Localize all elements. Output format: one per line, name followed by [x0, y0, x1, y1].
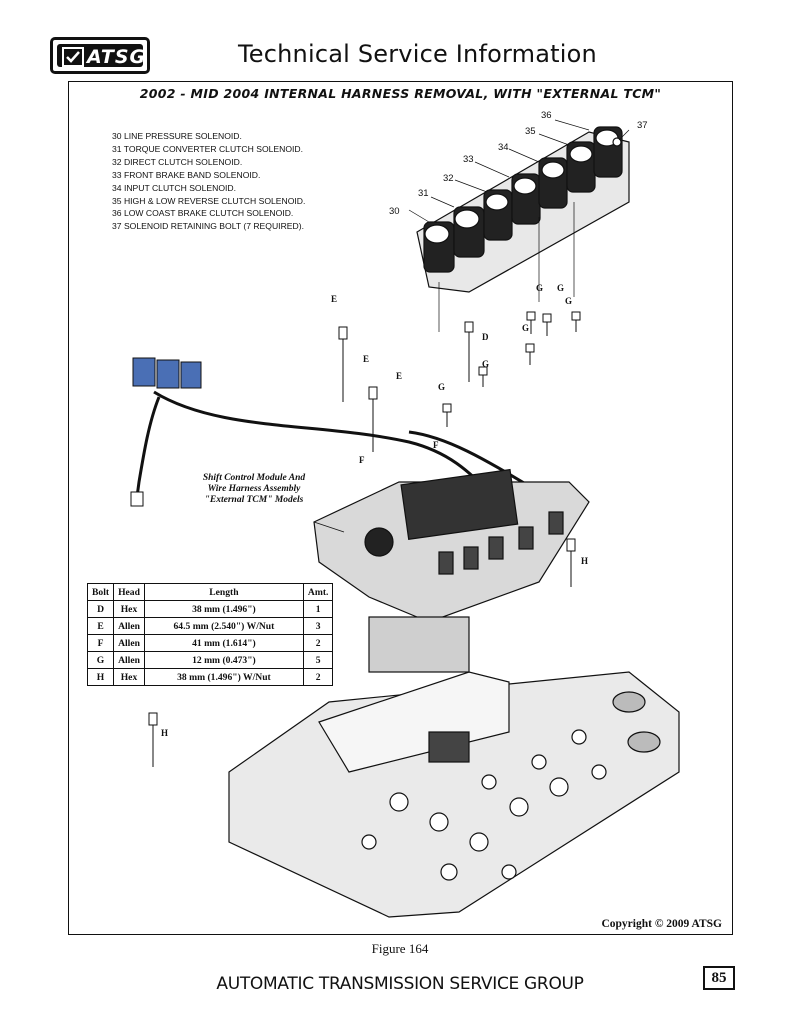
- page-number: 85: [703, 966, 735, 990]
- bolt-spec-table: Bolt Head Length Amt. D Hex 38 mm (1.496…: [86, 583, 334, 686]
- table-row: F Allen 41 mm (1.614") 2: [86, 634, 334, 652]
- table-cell: 5: [302, 651, 334, 669]
- bolt-letter-g: G: [522, 323, 530, 333]
- parts-legend: 30 LINE PRESSURE SOLENOID. 31 TORQUE CON…: [112, 130, 305, 233]
- exploded-diagram: [130, 119, 680, 918]
- column-header: Bolt: [86, 583, 115, 601]
- table-cell: 38 mm (1.496"): [143, 600, 304, 618]
- figure-frame: 2002 - MID 2004 INTERNAL HARNESS REMOVAL…: [68, 81, 733, 935]
- table-cell: Hex: [113, 668, 145, 686]
- column-header: Length: [143, 583, 304, 601]
- table-cell: 2: [302, 668, 334, 686]
- bolt-letter-h: H: [161, 728, 169, 738]
- legend-item: 30 LINE PRESSURE SOLENOID.: [112, 131, 242, 141]
- table-cell: E: [86, 617, 115, 635]
- bolt-letter-h: H: [581, 556, 589, 566]
- table-row: G Allen 12 mm (0.473") 5: [86, 651, 334, 669]
- table-header-row: Bolt Head Length Amt.: [86, 583, 334, 601]
- table-cell: 2: [302, 634, 334, 652]
- part-number-31: 31: [418, 188, 429, 199]
- bolt-letter-f: F: [433, 440, 439, 450]
- atsg-logo: ATSG: [50, 37, 150, 74]
- bolt-letter-g: G: [536, 283, 544, 293]
- page-title: Technical Service Information: [238, 40, 597, 68]
- figure-label: Figure 164: [371, 941, 429, 956]
- bolts: [148, 311, 581, 767]
- table-cell: Allen: [113, 634, 145, 652]
- table-cell: G: [86, 651, 115, 669]
- table-cell: 64.5 mm (2.540") W/Nut: [143, 617, 304, 635]
- table-cell: Allen: [113, 651, 145, 669]
- legend-item: 31 TORQUE CONVERTER CLUTCH SOLENOID.: [112, 143, 304, 154]
- part-number-35: 35: [525, 126, 536, 137]
- table-row: E Allen 64.5 mm (2.540") W/Nut 3: [86, 617, 334, 635]
- bolt-letter-g: G: [438, 382, 446, 392]
- callout-line: "External TCM" Models: [204, 495, 304, 505]
- bolt-letter-f: F: [359, 455, 365, 465]
- column-header: Amt.: [302, 583, 334, 601]
- table-cell: F: [86, 634, 115, 652]
- table-cell: 12 mm (0.473"): [143, 651, 304, 669]
- wire-connectors: [132, 357, 202, 389]
- legend-item: 33 FRONT BRAKE BAND SOLENOID.: [112, 169, 261, 180]
- bolt-letter-e: E: [331, 294, 338, 304]
- bolt-letter-g: G: [482, 359, 490, 369]
- table-row: H Hex 38 mm (1.496") W/Nut 2: [86, 668, 334, 686]
- bolt-letter-e: E: [363, 354, 370, 364]
- bolt-letter-d: D: [482, 332, 489, 342]
- figure-title: 2002 - MID 2004 INTERNAL HARNESS REMOVAL…: [139, 86, 662, 101]
- callout-line: Shift Control Module And: [202, 473, 306, 483]
- part-number-37: 37: [637, 120, 648, 131]
- shift-control-module: [313, 468, 590, 623]
- bolt-letter-e: E: [396, 371, 403, 381]
- table-cell: Hex: [113, 600, 145, 618]
- bolt-letter-g: G: [565, 296, 573, 306]
- legend-item: 35 HIGH & LOW REVERSE CLUTCH SOLENOID.: [112, 195, 306, 206]
- table-cell: D: [86, 600, 115, 618]
- checkmark-icon: [62, 47, 84, 67]
- legend-item: 37 SOLENOID RETAINING BOLT (7 REQUIRED).: [112, 221, 304, 232]
- legend-item: 36 LOW COAST BRAKE CLUTCH SOLENOID.: [112, 208, 294, 219]
- table-cell: 38 mm (1.496") W/Nut: [143, 668, 304, 686]
- table-cell: 1: [302, 600, 334, 618]
- table-row: D Hex 38 mm (1.496") 1: [86, 600, 334, 618]
- solenoid-pack: [416, 126, 630, 293]
- table-cell: 3: [302, 617, 334, 635]
- part-number-34: 34: [498, 142, 509, 153]
- logo-text: ATSG: [87, 46, 147, 68]
- part-number-33: 33: [463, 154, 474, 165]
- table-cell: Allen: [113, 617, 145, 635]
- part-number-36: 36: [541, 110, 552, 121]
- part-number-32: 32: [443, 173, 454, 184]
- callout-line: Wire Harness Assembly: [207, 484, 301, 494]
- table-cell: H: [86, 668, 115, 686]
- module-callout: Shift Control Module And Wire Harness As…: [179, 473, 329, 506]
- table-cell: 41 mm (1.614"): [143, 634, 304, 652]
- copyright-notice: Copyright © 2009 ATSG: [601, 918, 722, 930]
- bolt-letter-g: G: [557, 283, 565, 293]
- footer-text: AUTOMATIC TRANSMISSION SERVICE GROUP: [216, 974, 584, 994]
- column-header: Head: [113, 583, 145, 601]
- legend-item: 34 INPUT CLUTCH SOLENOID.: [112, 182, 237, 193]
- legend-item: 32 DIRECT CLUTCH SOLENOID.: [112, 156, 243, 167]
- valve-body: [228, 616, 680, 918]
- part-number-30: 30: [389, 206, 400, 217]
